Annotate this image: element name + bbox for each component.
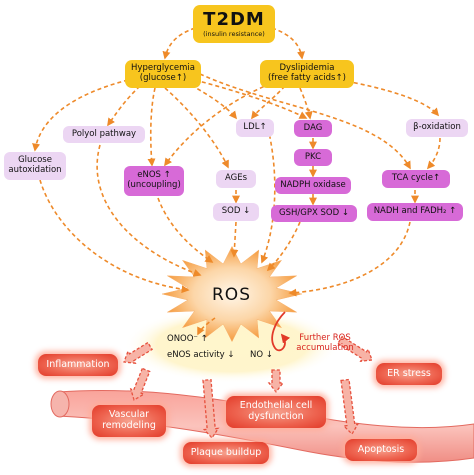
apoptosis-label: Apoptosis — [357, 443, 405, 455]
arrow-nadh-to-ros — [288, 221, 411, 297]
glucose-autoxidation-box: Glucose autoxidation — [4, 152, 66, 180]
dag-box: DAG — [294, 120, 332, 137]
ldl-label: LDL↑ — [243, 122, 267, 133]
nadph-oxidase-label: NADPH oxidase — [280, 179, 346, 190]
arrow-sod-to-ros — [230, 221, 239, 258]
hyperglycemia-box: Hyperglycemia (glucose↑) — [125, 60, 201, 88]
ldl-box: LDL↑ — [236, 119, 274, 137]
arrow-dys-to-dag — [299, 87, 313, 120]
pkc-box: PKC — [294, 149, 332, 166]
arrow-dys-to-enos — [164, 83, 271, 167]
tca-cycle-label: TCA cycle↑ — [391, 173, 441, 184]
dyslipidemia-sub: (free fatty acids↑) — [268, 73, 346, 83]
glucose-autoxidation-line2: autoxidation — [8, 165, 62, 175]
plaque-buildup-box: Plaque buildup — [183, 442, 269, 464]
apoptosis-box: Apoptosis — [345, 439, 417, 461]
outcome-arrows — [123, 335, 373, 440]
gsh-gpx-sod-box: GSH/GPX SOD ↓ — [271, 205, 357, 222]
ros-glow — [124, 307, 340, 383]
arrow-hyper-to-enos — [147, 87, 156, 167]
arrow-dys-to-ldl — [251, 85, 286, 120]
hyperglycemia-label: Hyperglycemia — [131, 63, 195, 74]
t2dm-box: T2DM (insulin resistance) — [193, 5, 275, 43]
vascular-remodeling-box: Vascular remodeling — [92, 405, 166, 437]
nadh-fadh2-label: NADH and FADH₂ ↑ — [373, 206, 457, 217]
arrow-ros-to-onoo — [197, 317, 216, 336]
further-ros-text: Further ROS accumulation — [285, 333, 365, 353]
inflammation-label: Inflammation — [46, 358, 110, 370]
t2dm-title: T2DM — [203, 8, 265, 30]
ages-label: AGEs — [224, 173, 248, 184]
arrow-dys-to-beta — [339, 79, 440, 117]
arrow-beta-to-tca — [426, 137, 441, 170]
arrow-t2dm-to-hyperglycemia — [162, 27, 196, 60]
inflammation-box: Inflammation — [38, 354, 118, 376]
outcome-arrow-to-apoptosis — [340, 378, 360, 436]
further-ros-loop-arrow — [271, 311, 291, 352]
outcome-arrow-to-inflammation — [123, 341, 153, 364]
plaque-buildup-label: Plaque buildup — [190, 446, 262, 458]
nadph-oxidase-box: NADPH oxidase — [275, 177, 351, 194]
arrow-t2dm-to-dyslipidemia — [271, 27, 305, 60]
dag-label: DAG — [303, 122, 323, 133]
arrow-gsh-to-ros — [266, 221, 301, 272]
tca-cycle-box: TCA cycle↑ — [382, 170, 450, 188]
dyslipidemia-box: Dyslipidemia (free fatty acids↑) — [260, 60, 354, 88]
sod-box: SOD ↓ — [213, 203, 259, 221]
glucose-autoxidation-line1: Glucose — [18, 155, 52, 166]
arrow-hyper-to-polyol — [107, 85, 141, 127]
onoo-label: ONOO⁻ ↑ — [167, 334, 208, 344]
enos-activity-label: eNOS activity ↓ — [167, 350, 235, 360]
sod-label: SOD ↓ — [221, 206, 251, 217]
arrow-glucose-to-ros — [39, 179, 190, 294]
er-stress-box: ER stress — [376, 363, 442, 385]
dyslipidemia-label: Dyslipidemia — [279, 63, 335, 74]
gsh-gpx-sod-label: GSH/GPX SOD ↓ — [279, 207, 349, 218]
outcome-arrow-to-endothelial — [267, 369, 285, 394]
arrow-polyol-to-ros — [96, 144, 202, 277]
t2dm-subtitle: (insulin resistance) — [203, 29, 265, 38]
arrow-hyper-to-tca — [199, 73, 411, 170]
enos-uncoupling-line2: (uncoupling) — [127, 180, 181, 190]
arrow-ldl-to-ros — [260, 127, 276, 264]
outcome-arrow-to-vascular — [129, 367, 151, 401]
blood-vessel-opening — [50, 390, 70, 418]
arrow-hyper-to-glucose-auto — [32, 79, 129, 152]
arrow-hyper-to-ldl — [184, 81, 238, 120]
ages-box: AGEs — [216, 170, 256, 188]
vascular-remodeling-line2: remodeling — [102, 420, 156, 431]
pkc-label: PKC — [304, 151, 322, 162]
endothelial-dysfunction-box: Endothelial cell dysfunction — [226, 396, 326, 428]
endothelial-dysfunction-line1: Endothelial cell — [239, 400, 313, 412]
enos-uncoupling-line1: eNOS ↑ — [137, 170, 171, 181]
endothelial-dysfunction-line2: dysfunction — [248, 411, 304, 422]
further-ros-line1: Further ROS — [299, 333, 351, 343]
outcome-arrow-to-plaque — [202, 379, 220, 440]
hyperglycemia-sub: (glucose↑) — [139, 73, 187, 83]
polyol-pathway-label: Polyol pathway — [71, 128, 137, 139]
further-ros-line2: accumulation — [296, 343, 354, 354]
ros-label: ROS — [212, 285, 251, 305]
polyol-pathway-box: Polyol pathway — [63, 126, 145, 143]
er-stress-label: ER stress — [387, 367, 431, 379]
outcome-arrow-to-er-stress — [337, 335, 373, 362]
beta-oxidation-box: β-oxidation — [406, 119, 468, 137]
vascular-remodeling-line1: Vascular — [108, 409, 150, 421]
arrow-enos-to-ros — [157, 197, 214, 263]
no-label: NO ↓ — [250, 350, 273, 360]
nadh-fadh2-box: NADH and FADH₂ ↑ — [367, 203, 463, 221]
arrow-hyper-to-ages — [164, 87, 229, 169]
enos-uncoupling-box: eNOS ↑ (uncoupling) — [124, 166, 184, 196]
arrow-hyper-to-dag — [194, 79, 308, 119]
beta-oxidation-label: β-oxidation — [413, 122, 461, 133]
